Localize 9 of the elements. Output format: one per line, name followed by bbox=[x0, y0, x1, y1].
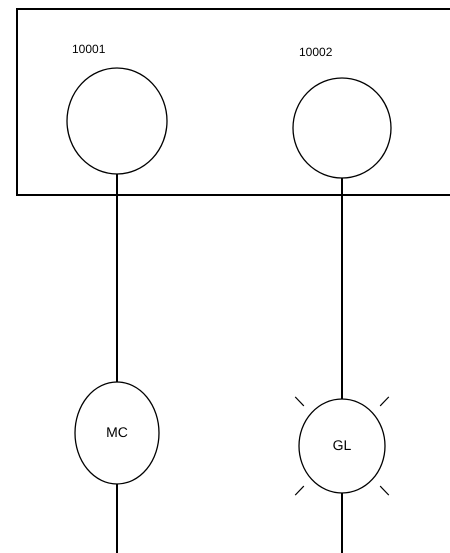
connector-line bbox=[116, 174, 118, 382]
symbol-label: GL bbox=[332, 437, 352, 453]
connector-line bbox=[341, 493, 343, 553]
node-number: 10001 bbox=[72, 42, 106, 56]
connector-line bbox=[116, 484, 118, 553]
symbol-label: MC bbox=[105, 424, 129, 440]
connector-line bbox=[341, 178, 343, 399]
panel-box bbox=[16, 8, 450, 196]
node-number: 10002 bbox=[299, 45, 332, 59]
